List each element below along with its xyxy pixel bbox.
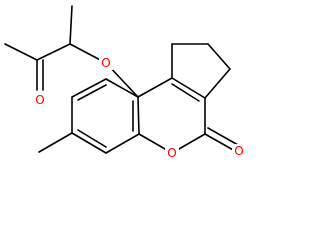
ether-oxygen: O: [99, 56, 113, 70]
atom-label: O: [35, 93, 44, 107]
bond: [69, 5, 73, 45]
bond: [204, 68, 231, 99]
bond: [207, 127, 239, 146]
ketone-oxygen: O: [33, 93, 47, 107]
bond-lines: [4, 5, 239, 154]
atom-label: O: [101, 56, 110, 70]
bond: [77, 129, 107, 148]
bond: [137, 96, 140, 135]
bond: [4, 43, 38, 61]
bond: [77, 84, 107, 101]
bond: [71, 132, 107, 154]
bond: [105, 133, 140, 154]
bond: [204, 133, 236, 152]
atom-labels: O O O O: [33, 56, 246, 160]
atom-label: O: [167, 146, 176, 160]
atom-label: O: [234, 144, 243, 158]
bond: [71, 78, 107, 98]
bond: [38, 132, 73, 153]
bond: [207, 43, 231, 70]
lactone-carbonyl-oxygen: O: [232, 144, 246, 158]
bond: [137, 77, 173, 98]
molecule-diagram: O O O O: [4, 5, 246, 160]
ring-oxygen: O: [165, 146, 179, 160]
bond: [36, 43, 71, 61]
bond: [105, 78, 139, 98]
bond: [171, 83, 200, 102]
bond: [171, 77, 206, 99]
